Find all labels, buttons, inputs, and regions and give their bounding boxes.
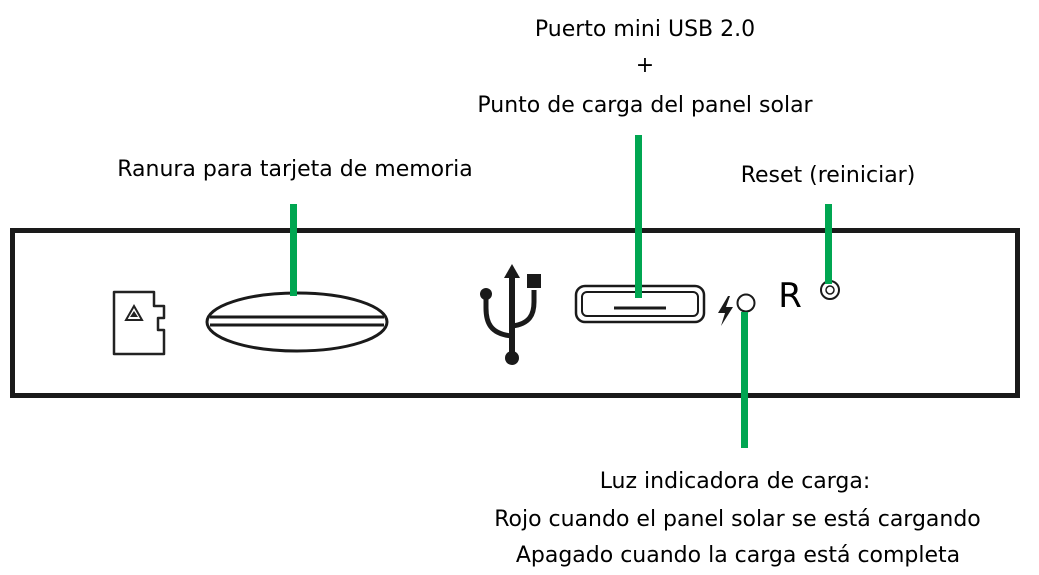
usb-port-label-line3: Punto de carga del panel solar (477, 93, 813, 118)
sd-card-icon (112, 290, 166, 356)
reset-label: Reset (reiniciar) (740, 163, 916, 188)
lightning-bolt-icon (718, 296, 733, 326)
usb-port-leader-line (635, 135, 642, 298)
usb-port-label-line1: Puerto mini USB 2.0 (534, 17, 756, 42)
usb-symbol-icon (480, 264, 541, 365)
usb-port-label-line2: + (635, 53, 655, 78)
mini-usb-port[interactable] (574, 284, 706, 324)
charge-led-label-line2: Rojo cuando el panel solar se está carga… (494, 507, 981, 532)
device-side-panel (10, 228, 1020, 398)
memory-card-slot[interactable] (204, 290, 390, 354)
charge-led-leader-line (741, 312, 748, 448)
charge-indicator-led (736, 293, 756, 313)
reset-leader-line (825, 204, 832, 284)
card-slot-label: Ranura para tarjeta de memoria (117, 157, 473, 182)
card-slot-leader-line (290, 204, 297, 296)
reset-letter: R (778, 276, 802, 316)
charge-led-label-line1: Luz indicadora de carga: (599, 469, 871, 494)
charge-led-label-line3: Apagado cuando la carga está completa (515, 543, 961, 568)
